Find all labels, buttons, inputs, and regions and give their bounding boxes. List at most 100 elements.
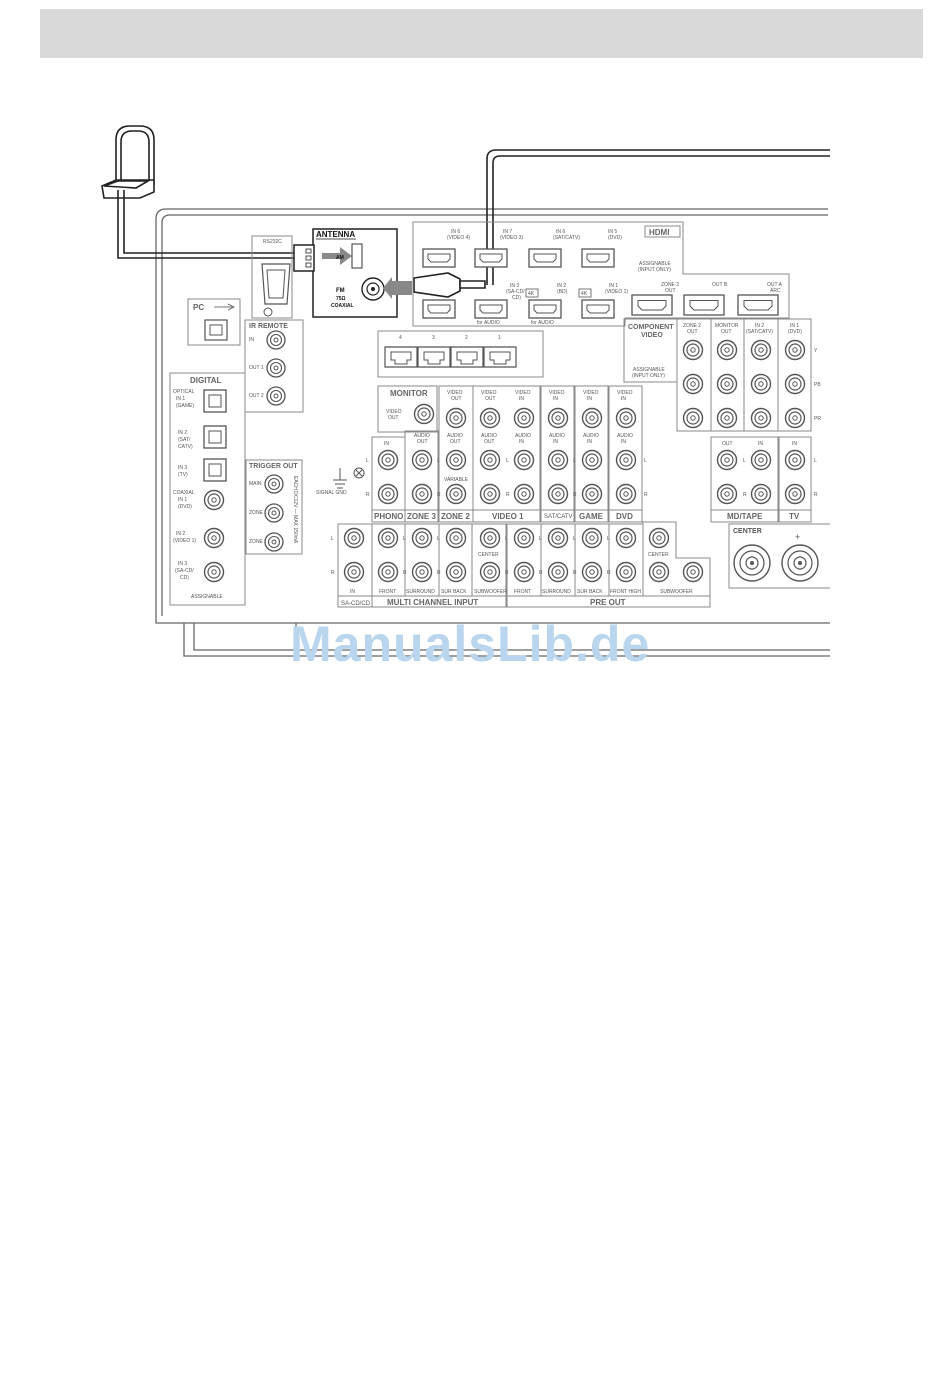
- svg-text:ASSIGNABLE: ASSIGNABLE: [633, 367, 665, 373]
- monitor-section: MONITOR VIDEO OUT: [377, 385, 438, 433]
- svg-text:SURROUND: SURROUND: [542, 589, 571, 595]
- svg-text:COMPONENT: COMPONENT: [628, 324, 674, 331]
- svg-text:R: R: [573, 492, 577, 498]
- svg-text:L: L: [607, 536, 610, 542]
- multi-channel-title: MULTI CHANNEL INPUT: [387, 598, 478, 607]
- svg-text:SURROUND: SURROUND: [406, 589, 435, 595]
- svg-text:L: L: [644, 458, 647, 464]
- svg-text:R: R: [505, 570, 509, 576]
- svg-text:IN 1: IN 1: [790, 323, 799, 329]
- svg-text:OPTICAL: OPTICAL: [173, 389, 195, 395]
- pre-out-section: L R L R L R L R CENTER FRONT SURROUND SU…: [505, 521, 711, 608]
- svg-text:CATV): CATV): [178, 444, 193, 450]
- svg-text:SA-CD/CD: SA-CD/CD: [341, 601, 371, 607]
- svg-text:IN: IN: [350, 589, 355, 595]
- svg-text:(DVD): (DVD): [608, 235, 622, 241]
- svg-text:VIDEO 1: VIDEO 1: [492, 512, 524, 521]
- svg-text:IN 6: IN 6: [451, 229, 460, 235]
- svg-text:SUBWOOFER: SUBWOOFER: [660, 589, 693, 595]
- digital-title: DIGITAL: [190, 376, 222, 385]
- svg-text:OUT B: OUT B: [712, 282, 728, 288]
- chassis-outline: [155, 208, 830, 657]
- svg-text:+: +: [795, 532, 800, 542]
- svg-text:CENTER: CENTER: [733, 528, 762, 535]
- svg-text:CENTER: CENTER: [478, 552, 499, 558]
- svg-text:for AUDIO: for AUDIO: [531, 320, 554, 326]
- svg-text:PB: PB: [814, 382, 821, 388]
- am-arrow-icon: [322, 247, 352, 265]
- svg-text:IN: IN: [384, 441, 389, 447]
- svg-text:OUT 1: OUT 1: [249, 365, 264, 371]
- svg-text:(VIDEO 1): (VIDEO 1): [173, 538, 196, 544]
- monitor-title: MONITOR: [390, 389, 428, 398]
- svg-text:OUT: OUT: [722, 441, 733, 447]
- mdtape-tv-section: OUT IN IN L R L R MD/TAPE TV: [710, 436, 818, 523]
- svg-text:IN 3: IN 3: [510, 283, 519, 289]
- svg-text:SAT/CATV: SAT/CATV: [544, 514, 572, 520]
- svg-text:ZONE 3: ZONE 3: [407, 512, 436, 521]
- svg-text:COAXIAL: COAXIAL: [173, 490, 195, 496]
- svg-text:(SAT/CATV): (SAT/CATV): [746, 329, 773, 335]
- svg-text:ZONE 3: ZONE 3: [249, 539, 267, 545]
- svg-text:VIDEO: VIDEO: [549, 390, 565, 396]
- svg-text:IN: IN: [758, 441, 763, 447]
- rs232c-port: RS232C: [251, 235, 293, 319]
- svg-text:IN 5: IN 5: [608, 229, 617, 235]
- svg-text:L: L: [403, 536, 406, 542]
- svg-text:CD): CD): [512, 295, 521, 301]
- svg-text:R: R: [607, 570, 611, 576]
- svg-text:L: L: [743, 458, 746, 464]
- svg-text:R: R: [437, 492, 441, 498]
- pre-out-title: PRE OUT: [590, 598, 626, 607]
- svg-text:IN 6: IN 6: [556, 229, 565, 235]
- svg-text:(SAT/: (SAT/: [178, 437, 191, 443]
- watermark: ManualsLib.de: [290, 616, 651, 672]
- svg-text:R: R: [331, 570, 335, 576]
- svg-text:OUT: OUT: [388, 415, 399, 421]
- svg-text:(TV): (TV): [178, 472, 188, 478]
- svg-text:VIDEO: VIDEO: [481, 390, 497, 396]
- svg-text:L: L: [331, 536, 334, 542]
- svg-text:(INPUT ONLY): (INPUT ONLY): [638, 267, 671, 273]
- svg-text:SUBWOOFER: SUBWOOFER: [474, 589, 507, 595]
- ir-remote-title: IR REMOTE: [249, 323, 288, 330]
- antenna-section: ANTENNA AM FM 75Ω COAXIAL: [293, 228, 412, 318]
- svg-text:SUR BACK: SUR BACK: [441, 589, 467, 595]
- svg-text:IN: IN: [621, 439, 626, 445]
- svg-text:OUT: OUT: [687, 329, 698, 335]
- svg-text:R: R: [366, 492, 370, 498]
- svg-text:OUT A: OUT A: [767, 282, 783, 288]
- svg-text:OUT: OUT: [721, 329, 732, 335]
- svg-text:EACH DC12V — MAX 150mA: EACH DC12V — MAX 150mA: [292, 476, 298, 544]
- pc-label: PC: [193, 303, 204, 312]
- svg-text:AUDIO: AUDIO: [549, 433, 565, 439]
- hdmi-section: HDMI IN 6 (VIDEO 4) IN 7 (VIDEO 3) IN 6 …: [412, 221, 790, 327]
- svg-text:AUDIO: AUDIO: [617, 433, 633, 439]
- svg-text:OUT 2: OUT 2: [249, 393, 264, 399]
- svg-text:R: R: [437, 570, 441, 576]
- header-bar: [40, 9, 923, 58]
- rs232c-label: RS232C: [263, 239, 282, 245]
- antenna-title: ANTENNA: [316, 230, 355, 239]
- svg-text:AUDIO: AUDIO: [583, 433, 599, 439]
- svg-text:(DVD): (DVD): [178, 504, 192, 510]
- svg-text:IN 1: IN 1: [609, 283, 618, 289]
- svg-text:2: 2: [465, 335, 468, 341]
- svg-text:OUT: OUT: [451, 396, 462, 402]
- svg-text:R: R: [506, 492, 510, 498]
- svg-text:ZONE 2: ZONE 2: [683, 323, 701, 329]
- lan-ports: 4 3 2 1: [377, 330, 544, 378]
- pc-usb-port: PC: [187, 298, 241, 346]
- svg-text:L: L: [437, 536, 440, 542]
- svg-text:ZONE 2: ZONE 2: [249, 510, 267, 516]
- svg-text:(BD): (BD): [557, 289, 568, 295]
- svg-text:ZONE 2: ZONE 2: [441, 512, 470, 521]
- svg-text:for AUDIO: for AUDIO: [477, 320, 500, 326]
- svg-text:R: R: [539, 570, 543, 576]
- svg-text:MONITOR: MONITOR: [715, 323, 739, 329]
- digital-audio-section: DIGITAL OPTICAL IN 1 (GAME) IN 2 (SAT/ C…: [169, 372, 246, 606]
- svg-text:IN 3: IN 3: [178, 561, 187, 567]
- svg-text:CENTER: CENTER: [648, 552, 669, 558]
- svg-text:ASSIGNABLE: ASSIGNABLE: [639, 261, 671, 267]
